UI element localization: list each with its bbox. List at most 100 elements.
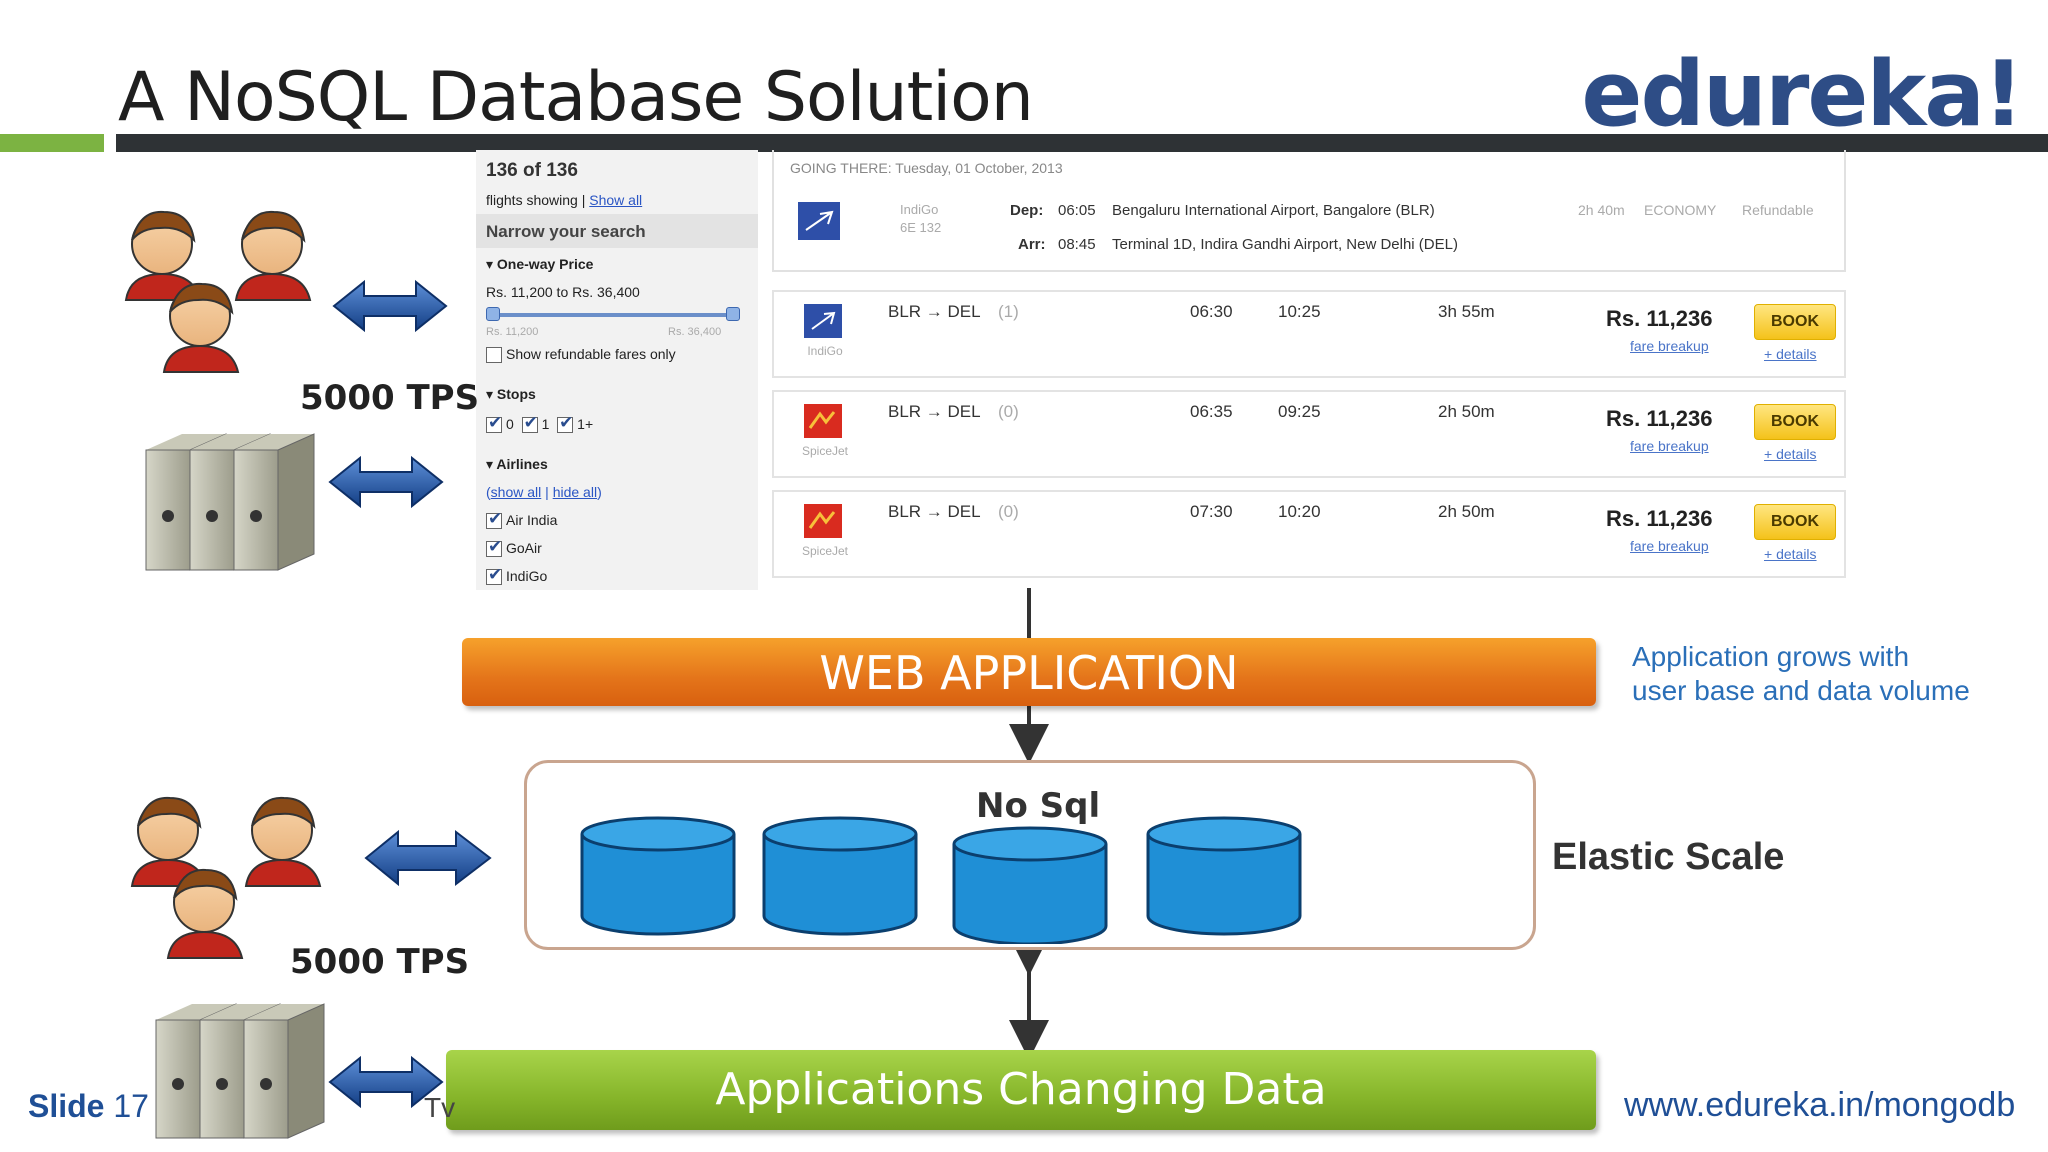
narrow-search-header: Narrow your search	[476, 214, 758, 248]
arr-time: 10:25	[1278, 302, 1321, 321]
airline-goair-checkbox[interactable]	[486, 537, 502, 558]
elastic-scale-label: Elastic Scale	[1552, 836, 1785, 878]
stops-1plus-label: 1+	[577, 416, 594, 432]
database-cylinder-icon	[952, 826, 1108, 944]
flight-result-card[interactable]: SpiceJet BLR → DEL (0) 06:35 09:25 2h 50…	[772, 390, 1846, 478]
tps-label-bottom: 5000 TPS	[290, 942, 470, 982]
refundable-checkbox[interactable]	[486, 347, 502, 364]
details-link[interactable]: + details	[1764, 346, 1817, 362]
web-application-bar: WEB APPLICATION	[462, 638, 1596, 706]
triangle-down-icon: ▾	[486, 386, 494, 402]
flight-result-card[interactable]: IndiGo BLR → DEL (1) 06:30 10:25 3h 55m …	[772, 290, 1846, 378]
selected-flight-no: 6E 132	[900, 220, 942, 235]
accent-bar	[0, 134, 104, 152]
book-button[interactable]: BOOK	[1754, 504, 1836, 540]
search-filter-panel: 136 of 136 flights showing | Show all Na…	[476, 150, 758, 590]
price: Rs. 11,236	[1606, 306, 1713, 331]
triangle-down-icon: ▾	[486, 456, 494, 472]
book-button[interactable]: BOOK	[1754, 404, 1836, 440]
selected-refund: Refundable	[1742, 202, 1814, 218]
database-cylinder-icon	[580, 816, 736, 936]
edureka-logo: edureka!	[1581, 42, 2024, 147]
dep-airport: Bengaluru International Airport, Bangalo…	[1112, 202, 1435, 219]
route: BLR → DEL	[888, 302, 981, 321]
airlines-hide-all-link[interactable]: hide all	[552, 484, 598, 500]
database-cylinders	[580, 816, 1302, 944]
stops-1-label: 1	[541, 416, 550, 432]
fare-breakup-link[interactable]: fare breakup	[1630, 438, 1709, 454]
title-underline-bar	[116, 134, 2048, 152]
arr-time: 10:20	[1278, 502, 1321, 521]
airlines-section-label: Airlines	[496, 456, 548, 472]
price-section-toggle[interactable]: ▾ One-way Price	[486, 256, 593, 273]
spicejet-logo-icon	[804, 404, 842, 438]
slider-min-label: Rs. 11,200	[486, 326, 539, 338]
stops-section-toggle[interactable]: ▾ Stops	[486, 386, 536, 403]
airline-label: GoAir	[506, 540, 542, 556]
details-link[interactable]: + details	[1764, 546, 1817, 562]
stops-section-label: Stops	[496, 386, 536, 402]
price-section-label: One-way Price	[496, 256, 594, 272]
footer-url: www.edureka.in/mongodb	[1624, 1086, 2016, 1124]
show-all-link[interactable]: Show all	[589, 192, 643, 208]
double-arrow-icon	[332, 279, 448, 333]
tps-label-top: 5000 TPS	[300, 378, 480, 418]
selected-airline: IndiGo	[900, 202, 939, 217]
applications-changing-data-bar: Applications Changing Data	[446, 1050, 1596, 1130]
airline-name: SpiceJet	[801, 444, 849, 458]
servers-icon	[145, 433, 315, 571]
arr-time: 09:25	[1278, 402, 1321, 421]
airline-air-india-checkbox[interactable]	[486, 509, 502, 530]
indigo-logo-icon	[804, 304, 842, 338]
airline-label: IndiGo	[506, 568, 548, 584]
duration: 2h 50m	[1438, 402, 1495, 421]
selected-class: ECONOMY	[1644, 202, 1717, 218]
arr-time: 08:45	[1058, 236, 1096, 253]
dep-time: 07:30	[1190, 502, 1233, 521]
slider-max-label: Rs. 36,400	[668, 326, 722, 338]
airlines-section-toggle[interactable]: ▾ Airlines	[486, 456, 548, 473]
users-icon	[124, 210, 312, 373]
dep-time: 06:05	[1058, 202, 1096, 219]
flight-result-card[interactable]: SpiceJet BLR → DEL (0) 07:30 10:20 2h 50…	[772, 490, 1846, 578]
arr-label: Arr:	[1018, 236, 1046, 253]
stops-0-label: 0	[506, 416, 514, 432]
dep-time: 06:35	[1190, 402, 1233, 421]
duration: 3h 55m	[1438, 302, 1495, 321]
narrow-search-label: Narrow your search	[486, 222, 646, 241]
route: BLR → DEL	[888, 402, 981, 421]
book-button[interactable]: BOOK	[1754, 304, 1836, 340]
slide-label: Slide	[28, 1088, 105, 1124]
airline-indigo-checkbox[interactable]	[486, 565, 502, 586]
spicejet-logo-icon	[804, 504, 842, 538]
price: Rs. 11,236	[1606, 506, 1713, 531]
price-slider-min-handle[interactable]	[486, 307, 500, 321]
airline-name: SpiceJet	[801, 544, 849, 558]
refundable-checkbox-row[interactable]: Show refundable fares only	[486, 346, 676, 364]
results-count: 136 of 136	[486, 160, 578, 181]
stops-0-checkbox[interactable]	[486, 413, 502, 434]
double-arrow-icon	[364, 829, 492, 887]
flights-showing-label: flights showing |	[486, 192, 586, 208]
selected-flight-summary: GOING THERE: Tuesday, 01 October, 2013 I…	[772, 150, 1846, 272]
price-range: Rs. 11,200 to Rs. 36,400	[486, 284, 640, 300]
airline-name: IndiGo	[807, 344, 843, 358]
stops-1-checkbox[interactable]	[521, 413, 538, 434]
price-slider-track[interactable]	[488, 313, 732, 317]
airlines-show-all-link[interactable]: show all	[490, 484, 542, 500]
fare-breakup-link[interactable]: fare breakup	[1630, 338, 1709, 354]
stops-1plus-checkbox[interactable]	[557, 413, 573, 434]
slide-title: A NoSQL Database Solution	[118, 58, 1034, 137]
footer-stray-text: Tv	[424, 1092, 456, 1123]
dep-label: Dep:	[1010, 202, 1044, 219]
stops-count: (0)	[998, 502, 1019, 521]
double-arrow-icon	[328, 455, 444, 509]
fare-breakup-link[interactable]: fare breakup	[1630, 538, 1709, 554]
indigo-logo-icon	[798, 202, 840, 240]
price: Rs. 11,236	[1606, 406, 1713, 431]
triangle-down-icon: ▾	[486, 256, 494, 272]
details-link[interactable]: + details	[1764, 446, 1817, 462]
duration: 2h 50m	[1438, 502, 1495, 521]
price-slider-max-handle[interactable]	[726, 307, 740, 321]
